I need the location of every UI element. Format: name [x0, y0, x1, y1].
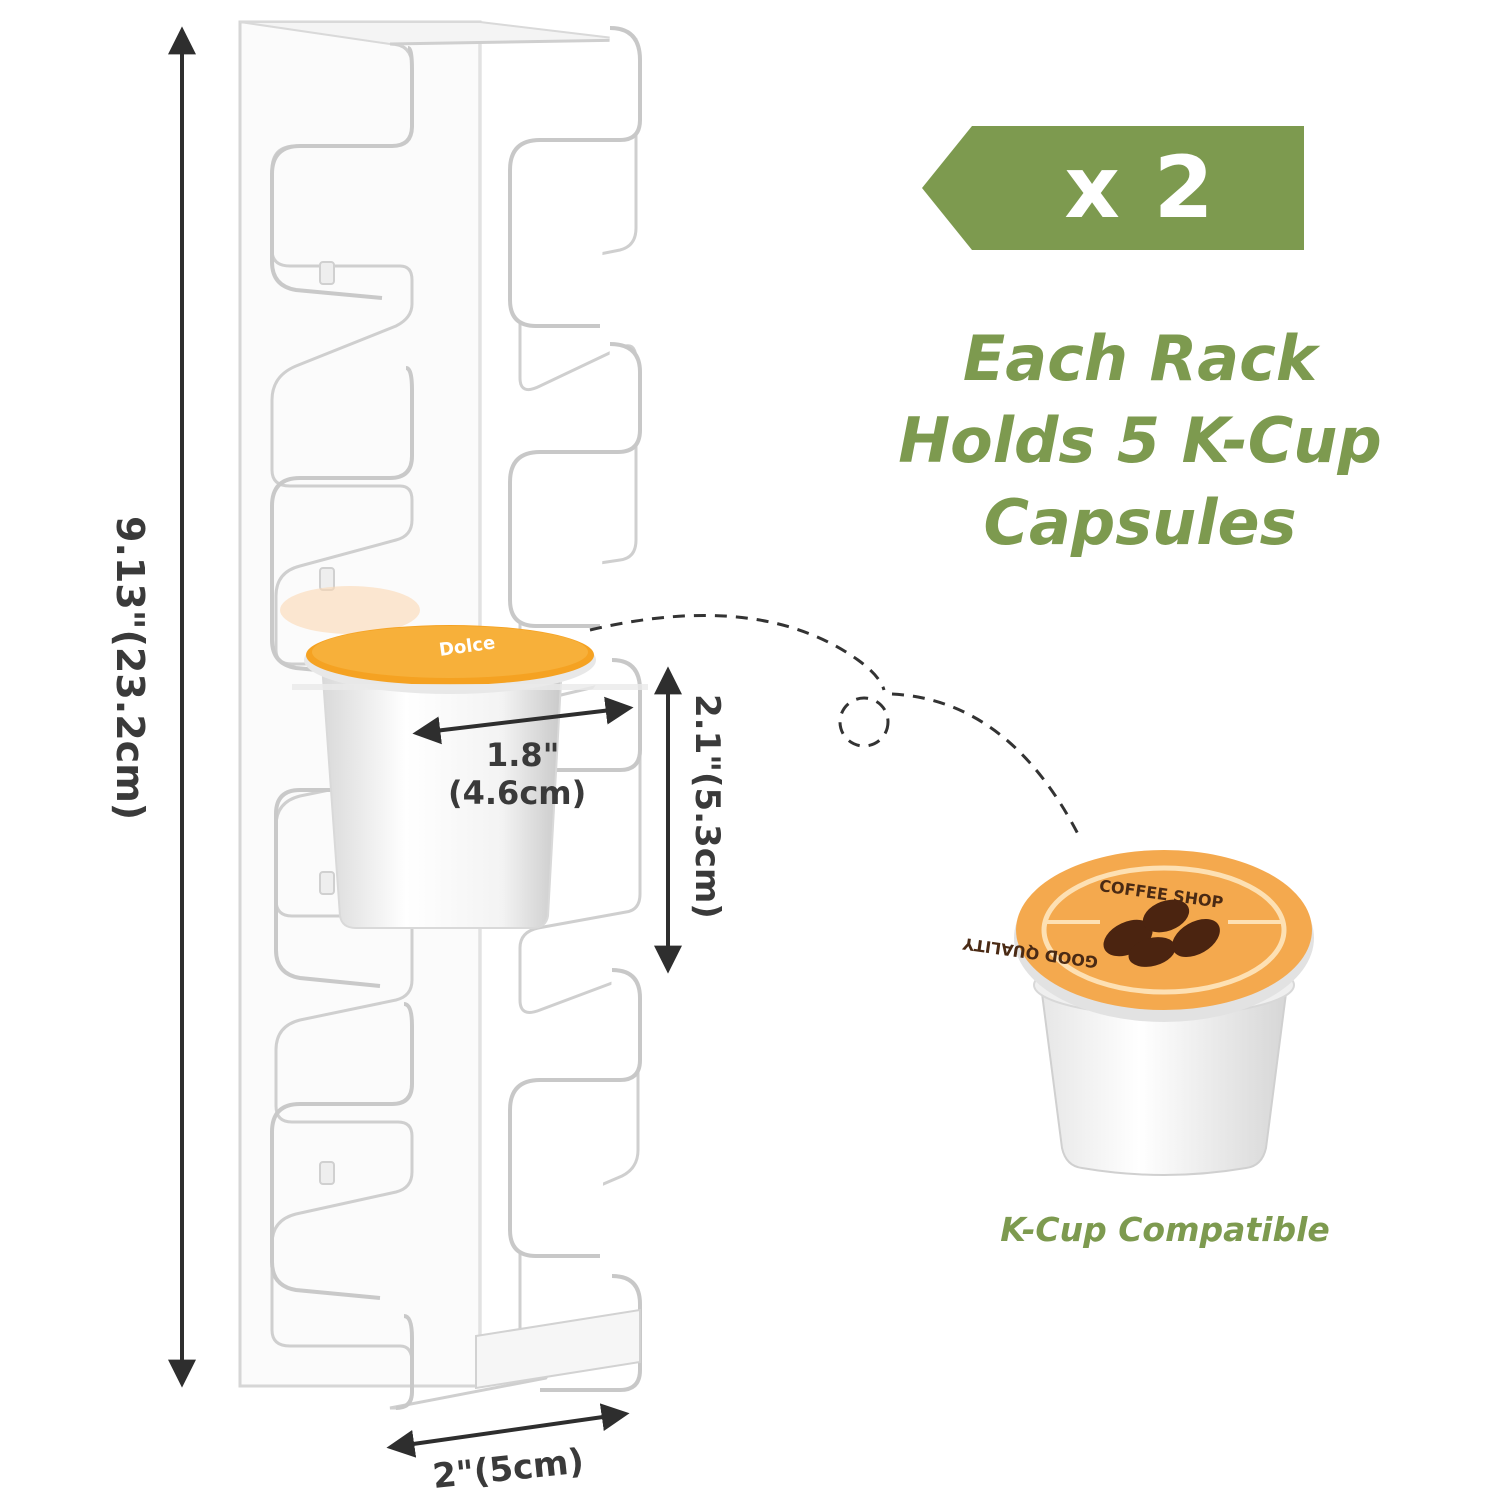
width-arrow [386, 1403, 630, 1458]
height-label: 9.13"(23.2cm) [108, 516, 152, 820]
kcup-compatible-caption: K-Cup Compatible [1000, 1210, 1330, 1249]
dimension-arrow-icon [168, 26, 682, 1458]
cup-width-arrow [412, 696, 634, 745]
cup-height-label: 2.1"(5.3cm) [687, 694, 727, 919]
quantity-badge-text: x 2 [1064, 138, 1216, 238]
rack-side-strip [475, 1308, 641, 1390]
cup-width-inch-label: 1.8" [486, 736, 559, 774]
quantity-badge [922, 126, 1304, 250]
headline-line-1: Each Rack [962, 322, 1318, 395]
width-label: 2"(5cm) [431, 1441, 586, 1496]
headline-line-3: Capsules [983, 486, 1297, 559]
headline-line-2: Holds 5 K-Cup [898, 404, 1382, 477]
kcup-icon: COFFEE SHOP GOOD QUALITY [961, 850, 1314, 1176]
connector-dashes [589, 613, 1082, 839]
headline: Each Rack Holds 5 K-Cup Capsules [860, 318, 1420, 564]
coffee-beans-icon [1103, 899, 1220, 967]
cup-width-cm-label: (4.6cm) [448, 774, 586, 812]
